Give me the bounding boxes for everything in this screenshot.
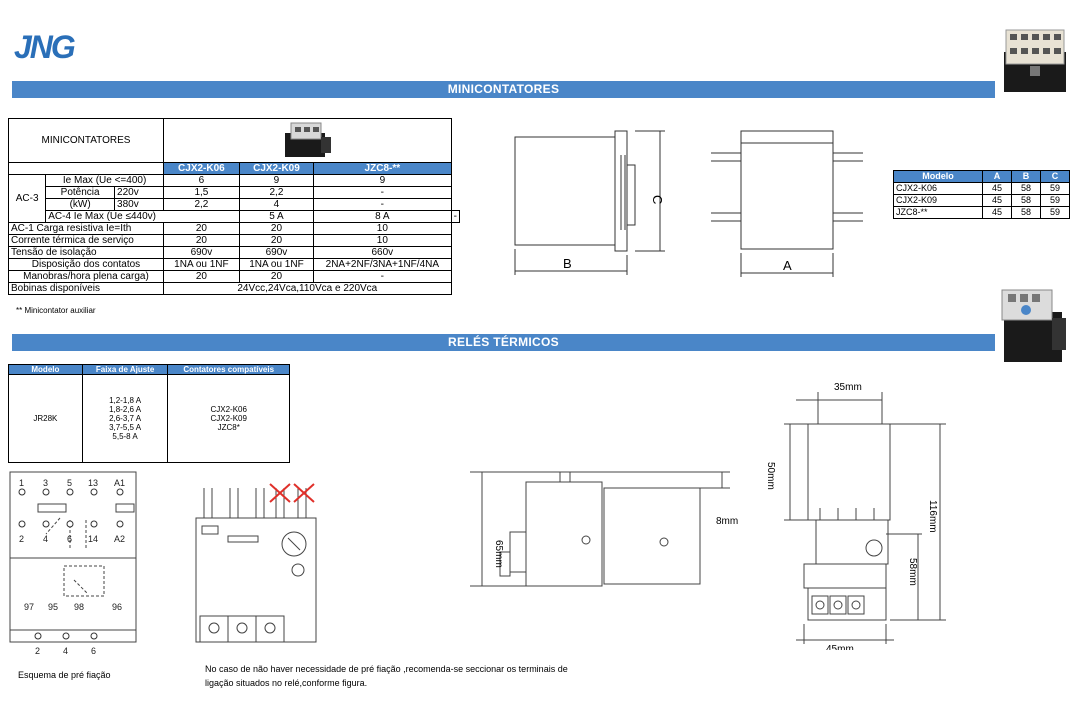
ac1-label: AC-1 Carga resistiva Ie=Ith — [8, 222, 164, 235]
section-bar-reles-termicos: RELÉS TÉRMICOS — [12, 334, 995, 351]
svg-text:14: 14 — [88, 534, 98, 544]
svg-text:6: 6 — [91, 646, 96, 656]
svg-text:13: 13 — [88, 478, 98, 488]
corrente-label: Corrente térmica de serviço — [8, 234, 164, 247]
svg-text:A2: A2 — [114, 534, 125, 544]
table-row: JZC8-** 45 58 59 — [893, 206, 1071, 219]
bobinas-label: Bobinas disponíveis — [8, 282, 164, 295]
svg-text:8mm: 8mm — [716, 516, 738, 527]
kw-label: (kW) — [45, 198, 116, 211]
pre-wiring-note: No caso de não haver necessidade de pré … — [205, 664, 568, 688]
svg-text:45mm: 45mm — [826, 644, 854, 650]
disposicao-label: Disposição dos contatos — [8, 258, 164, 271]
relay-compatible: CJX2-K06 CJX2-K09 JZC8* — [167, 374, 290, 463]
svg-text:58mm: 58mm — [907, 558, 918, 586]
wiring-scheme: 1 3 5 13 A1 2 4 6 14 A2 97 95 98 96 2 4 … — [9, 471, 137, 656]
relay-table: Modelo Faixa de Ajuste Contatores compat… — [8, 364, 290, 463]
bobinas-value: 24Vcc,24Vca,110Vca e 220Vca — [162, 282, 452, 295]
svg-text:2: 2 — [19, 534, 24, 544]
thermal-relay-photo — [1001, 289, 1066, 362]
svg-text:65mm: 65mm — [493, 540, 504, 568]
svg-text:JNG: JNG — [14, 29, 75, 65]
svg-text:50mm: 50mm — [765, 462, 776, 490]
minicontactor-spec-table: MINICONTATORES CJX2-K06 CJX2-K09 JZC8-**… — [7, 118, 461, 295]
svg-text:6: 6 — [67, 534, 72, 544]
table-title: MINICONTATORES — [8, 118, 164, 163]
potencia-label: Potência — [45, 186, 116, 199]
dimension-table: Modelo A B C CJX2-K06 45 58 59 CJX2-K09 … — [893, 170, 1071, 219]
assembly-front-drawing: 35mm 50mm 116mm 58mm 45mm — [765, 382, 946, 650]
svg-text:A1: A1 — [114, 478, 125, 488]
product-image-cell — [162, 118, 452, 163]
relay-model: JR28K — [8, 374, 83, 463]
scheme-caption: Esquema de pré fiação — [18, 670, 111, 680]
manobras-label: Manobras/hora plena carga) — [8, 270, 164, 283]
tensao-label: Tensão de isolação — [8, 246, 164, 259]
svg-text:98: 98 — [74, 602, 84, 612]
contactor-photo — [285, 122, 332, 157]
svg-text:116mm: 116mm — [927, 500, 938, 533]
svg-text:2: 2 — [35, 646, 40, 656]
svg-text:C: C — [650, 195, 665, 204]
svg-text:96: 96 — [112, 602, 122, 612]
auxiliary-note: ** Minicontator auxiliar — [16, 306, 96, 315]
table-row: CJX2-K09 45 58 59 — [893, 194, 1071, 207]
svg-text:5: 5 — [67, 478, 72, 488]
table-row: CJX2-K06 45 58 59 — [893, 182, 1071, 195]
table-row: JR28K 1,2-1,8 A 1,8-2,6 A 2,6-3,7 A 3,7-… — [8, 374, 290, 463]
ac3-label: AC-3 — [7, 174, 47, 223]
svg-text:4: 4 — [43, 534, 48, 544]
contactor-side-drawing: B C — [514, 130, 665, 275]
relay-cut-drawing — [195, 483, 317, 643]
svg-text:4: 4 — [63, 646, 68, 656]
contactor-front-drawing: A — [711, 130, 863, 277]
jng-logo: JNG — [14, 29, 77, 65]
svg-text:35mm: 35mm — [834, 382, 862, 393]
svg-text:B: B — [563, 256, 572, 271]
relay-ranges: 1,2-1,8 A 1,8-2,6 A 2,6-3,7 A 3,7-5,5 A … — [81, 374, 169, 463]
col-header-k09: CJX2-K09 — [238, 162, 315, 175]
svg-text:95: 95 — [48, 602, 58, 612]
svg-text:3: 3 — [43, 478, 48, 488]
minicontactor-photo — [1004, 29, 1066, 92]
svg-text:A: A — [783, 258, 792, 273]
section-bar-minicontatores: MINICONTATORES — [12, 81, 995, 98]
ie-label: Ie Max (Ue <=400) — [45, 174, 164, 187]
col-header-jzc8: JZC8-** — [313, 162, 452, 175]
svg-text:97: 97 — [24, 602, 34, 612]
assembly-side-drawing: 65mm 8mm — [470, 471, 738, 587]
col-header-k06: CJX2-K06 — [162, 162, 240, 175]
ac4-label: AC-4 Ie Max (Ue ≤440v) — [45, 210, 240, 223]
svg-text:1: 1 — [19, 478, 24, 488]
